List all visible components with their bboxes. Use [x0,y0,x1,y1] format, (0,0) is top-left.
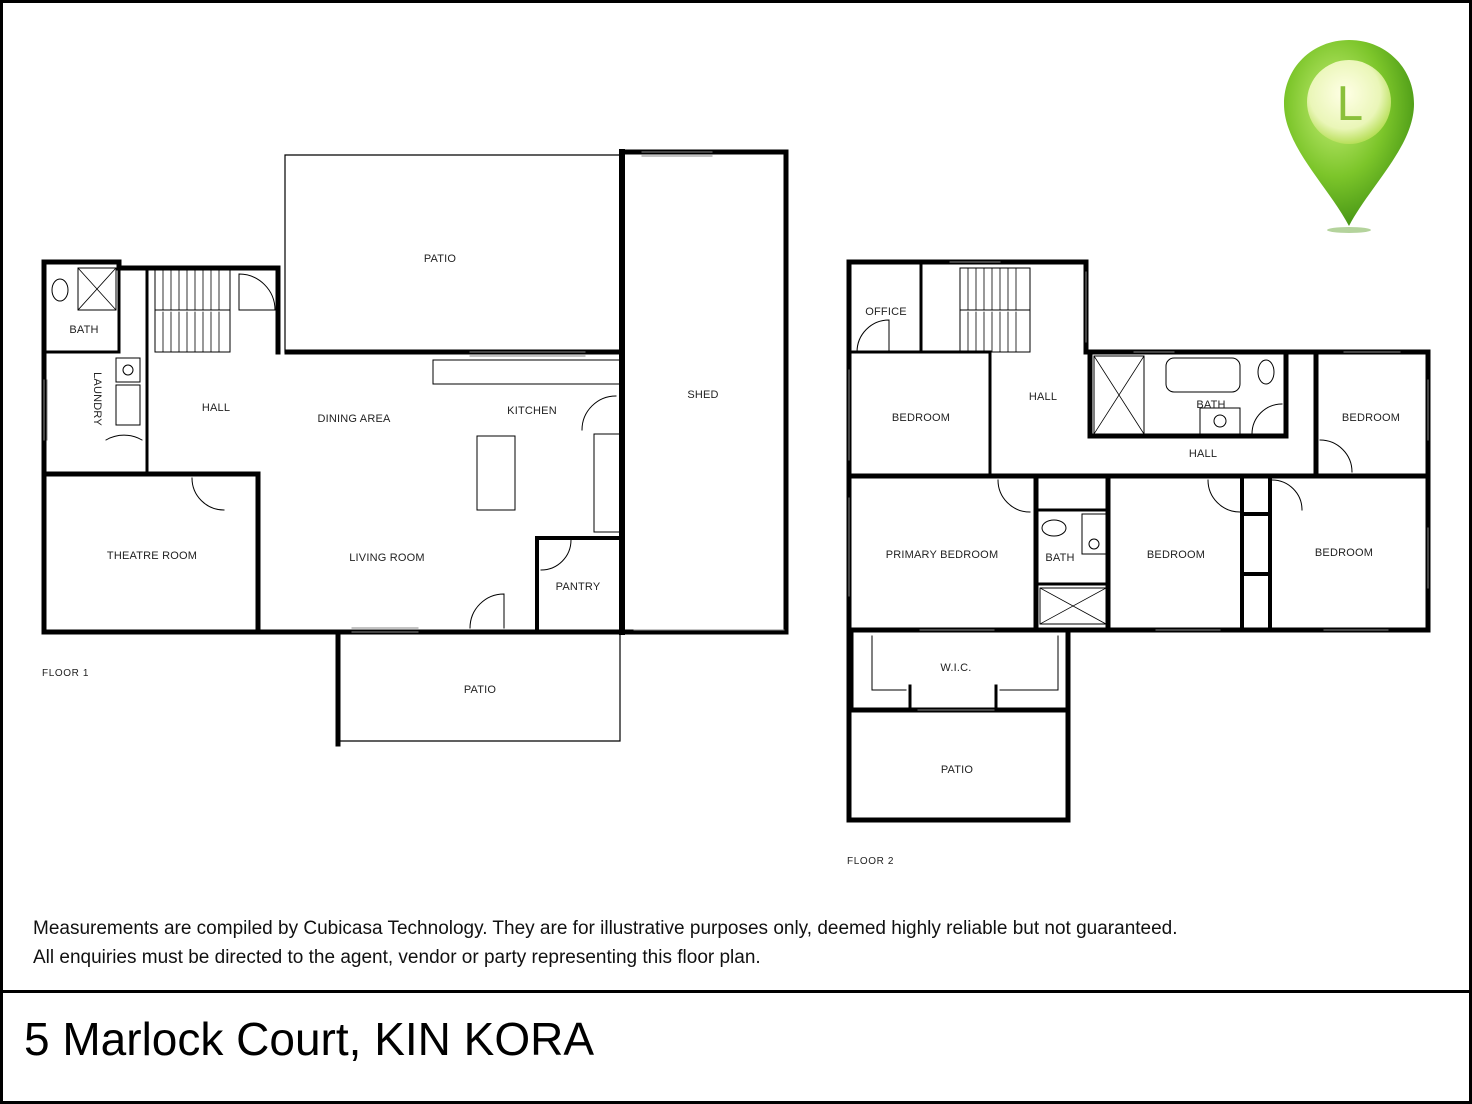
room-label-hall-upper: HALL [1028,391,1058,403]
disclaimer-line-1: Measurements are compiled by Cubicasa Te… [33,918,1178,939]
room-label-patio-top: PATIO [423,253,457,265]
room-label-primary-bedroom: PRIMARY BEDROOM [885,549,999,561]
room-label-bath: BATH [69,324,99,336]
room-label-patio-upper: PATIO [940,764,974,776]
room-label-bedroom-left: BEDROOM [891,412,951,424]
room-label-dining-area: DINING AREA [317,413,391,425]
room-label-pantry: PANTRY [555,581,601,593]
room-label-bedroom-right-top: BEDROOM [1341,412,1401,424]
room-label-hall: HALL [201,402,231,414]
floor-2-label: FLOOR 2 [847,856,894,867]
room-label-theatre-room: THEATRE ROOM [106,550,198,562]
room-label-wic: W.I.C. [940,662,972,674]
property-address: 5 Marlock Court, KIN KORA [24,1013,595,1065]
disclaimer-line-2: All enquiries must be directed to the ag… [33,947,761,968]
floor-2-walls [846,259,1431,823]
floor-1-walls [41,149,789,747]
room-label-hall-lower: HALL [1188,448,1218,460]
room-label-bedroom-right-bottom: BEDROOM [1314,547,1374,559]
room-label-laundry: LAUNDRY [91,372,103,426]
disclaimer: Measurements are compiled by Cubicasa Te… [33,914,1178,972]
room-label-kitchen: KITCHEN [507,405,557,417]
location-pin-icon: L [1284,40,1414,233]
room-label-bath-upper: BATH [1196,399,1226,411]
footer-divider [0,990,1472,993]
room-label-living-room: LIVING ROOM [349,552,425,564]
floor-1-label: FLOOR 1 [42,668,89,679]
room-label-office: OFFICE [865,306,907,318]
room-label-patio-bottom: PATIO [463,684,497,696]
logo-letter: L [1336,77,1362,131]
room-label-bath-ensuite: BATH [1045,552,1075,564]
room-label-bedroom-mid: BEDROOM [1146,549,1206,561]
room-label-shed: SHED [687,389,719,401]
